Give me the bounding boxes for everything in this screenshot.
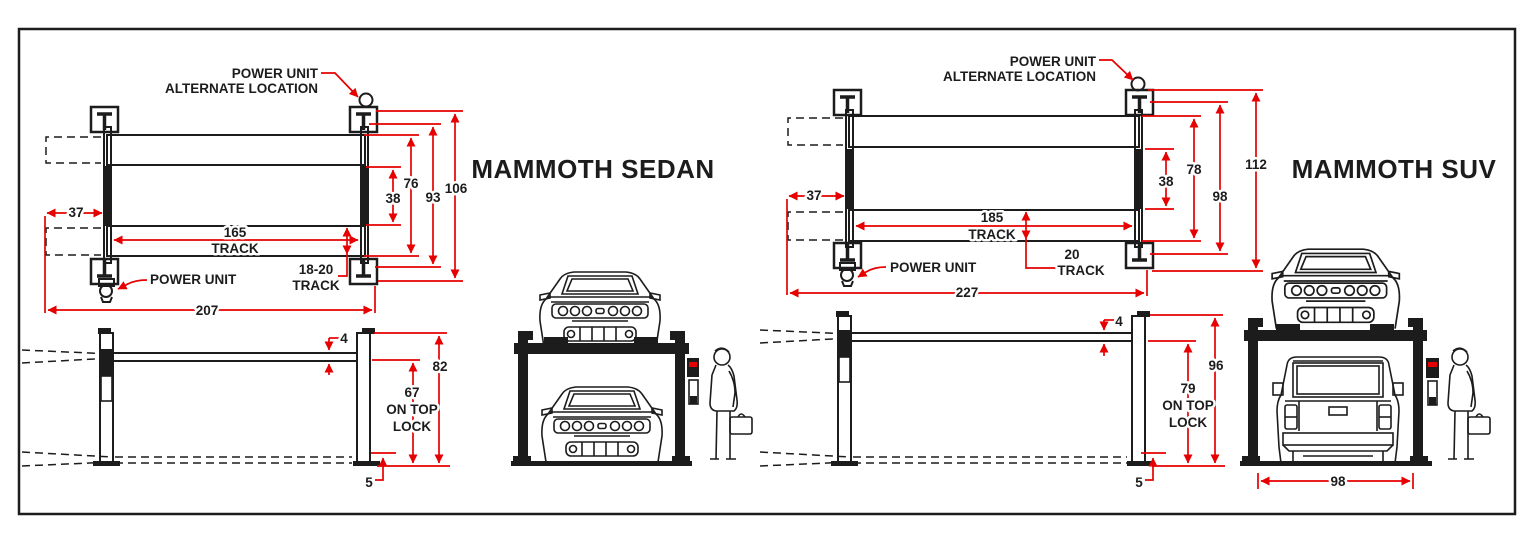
lift-platform [1244,330,1427,341]
suv-side-dimensions [1099,314,1225,481]
dim-runways-outer: 76 [403,176,419,191]
dim-track-word: TRACK [968,227,1015,242]
dim-runway-thickness: 4 [340,331,348,346]
dim-runway-thickness: 4 [1115,314,1123,329]
ground-line [511,461,692,466]
dim-columns-width: 98 [1330,474,1346,489]
ramp-dashed-outline [45,136,101,164]
dim-top-lock-word1: ON TOP [386,402,438,417]
dim-top-lock-word2: LOCK [393,419,431,434]
suv-runway-profile [850,332,1133,342]
suv-title: MAMMOTH SUV [1292,154,1497,184]
sedan-title: MAMMOTH SEDAN [471,154,714,184]
suv-stack-illustration: 98 [1240,248,1491,492]
sedan-side-view: 4 82 67 ON TOP LOCK 5 [21,328,450,493]
power-unit-icon [98,278,115,303]
suv-stack-dimension [1257,473,1414,489]
ramp-dashed-outline [45,227,101,256]
power-unit-alt-icon [1130,76,1146,92]
dim-top-lock-word1: ON TOP [1162,398,1214,413]
ground-line [1240,461,1432,466]
dim-runway-gap: 38 [1158,174,1174,189]
sedan-plan-dimensions [44,72,463,315]
sedan-runway-bottom [106,225,366,257]
power-unit-label: POWER UNIT [150,272,237,287]
dim-runway-gap: 38 [385,191,401,206]
sedan-runway-top [106,134,366,166]
dim-overall-length: 227 [956,285,979,300]
suv-runway-bottom [848,209,1140,242]
dim-track-length: 185 [981,210,1004,225]
suv-plan-dimensions [786,59,1263,298]
dim-overall-width: 112 [1245,157,1267,172]
dim-track-width: 18-20 [299,262,334,277]
power-unit-icon [839,262,856,287]
dim-column-height: 82 [432,359,447,374]
power-unit-alt-label: POWER UNIT [1010,54,1097,69]
dim-track-word: TRACK [211,241,258,256]
dim-column-height: 96 [1208,358,1224,373]
dim-frame-width: 98 [1212,189,1228,204]
post-bracket-icon [89,105,379,286]
dim-track-width: 20 [1064,247,1079,262]
dim-runways-outer: 78 [1186,162,1202,177]
power-unit-alt-icon [358,92,374,108]
suv-side-view: 4 96 79 ON TOP LOCK 5 [759,311,1226,493]
power-unit-alt-label: ALTERNATE LOCATION [165,81,318,96]
sedan-runway-profile [112,352,358,362]
lift-platform [514,343,689,354]
suv-runway-top [848,115,1140,148]
power-unit-alt-label: ALTERNATE LOCATION [943,69,1096,84]
drawing-border [17,27,1517,516]
dim-frame-width: 93 [425,190,441,205]
dim-side-offset: 37 [806,188,821,203]
dim-lowered-height: 5 [1135,475,1143,490]
dim-overall-width: 106 [445,181,468,196]
sedan-stack-illustration [511,271,753,466]
dim-top-lock: 79 [1180,381,1195,396]
dim-track-width-word: TRACK [292,278,339,293]
dim-lowered-height: 5 [365,475,373,490]
dim-top-lock-word2: LOCK [1169,415,1207,430]
power-unit-label: POWER UNIT [890,260,977,275]
dim-overall-length: 207 [196,303,219,318]
control-console-icon [687,358,699,405]
sedan-plan-view: POWER UNIT ALTERNATE LOCATION 37 165 TRA… [44,64,470,321]
control-console-icon [1426,358,1439,406]
dim-track-width-word: TRACK [1057,263,1104,278]
dim-side-offset: 37 [68,205,83,220]
suv-plan-view: POWER UNIT ALTERNATE LOCATION 37 185 TRA… [786,52,1269,303]
dim-track-length: 165 [224,225,247,240]
dim-top-lock: 67 [404,385,419,400]
power-unit-alt-label: POWER UNIT [232,66,319,81]
ramp-dashed-outline [787,117,843,146]
sedan-side-dimensions [324,332,450,481]
ramp-dashed-outline [787,211,843,241]
